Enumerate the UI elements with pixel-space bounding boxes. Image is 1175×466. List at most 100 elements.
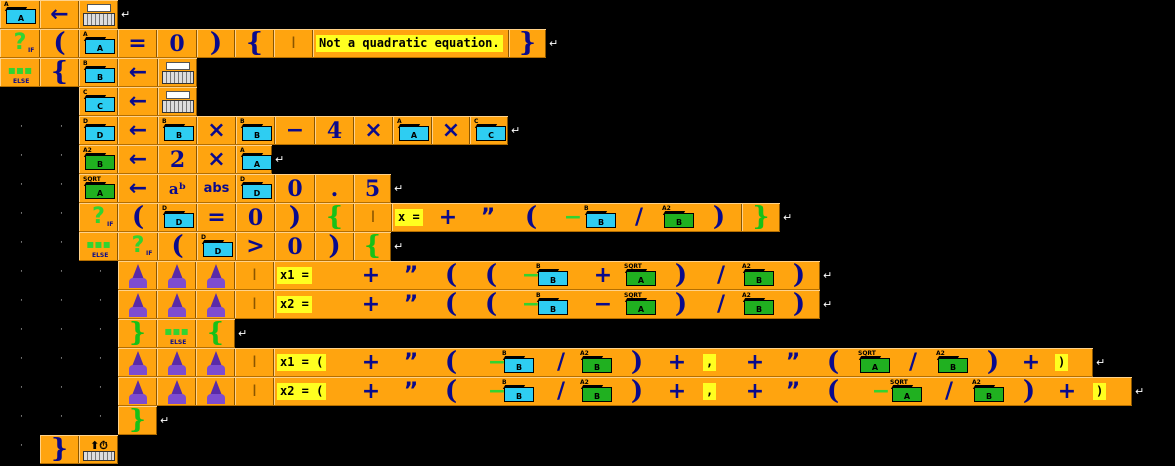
equals-op[interactable]: =	[118, 30, 157, 57]
row-close-inner[interactable]: }	[118, 406, 157, 435]
times-op[interactable]: ×	[197, 117, 236, 144]
abs-func[interactable]: abs	[197, 175, 236, 202]
num-zero[interactable]: 0	[275, 233, 315, 260]
open-paren[interactable]: (	[158, 233, 197, 260]
if-block[interactable]: ?IF	[118, 233, 158, 260]
num-zero[interactable]: 0	[157, 30, 197, 57]
keyboard-input[interactable]	[158, 88, 197, 115]
times-op[interactable]: ×	[354, 117, 393, 144]
if-block[interactable]: ?IF	[0, 30, 40, 57]
wizard-right[interactable]	[196, 291, 235, 318]
print-block[interactable]: I	[235, 378, 274, 405]
print-block[interactable]: I	[235, 291, 274, 318]
open-brace[interactable]: {	[196, 320, 235, 347]
wizard-mid[interactable]	[157, 262, 196, 289]
assign-arrow[interactable]: ←	[118, 117, 158, 144]
row-else-branch[interactable]: } ▪▪▪ELSE {	[118, 319, 235, 348]
print-block[interactable]: I	[235, 262, 274, 289]
close-brace[interactable]: }	[118, 407, 157, 434]
assign-arrow[interactable]: ←	[118, 146, 158, 173]
decimal-point[interactable]: .	[315, 175, 354, 202]
power-func[interactable]: aᵇ	[158, 175, 197, 202]
print-block[interactable]: I	[274, 30, 313, 57]
print-block[interactable]: I	[235, 349, 274, 376]
open-brace[interactable]: {	[40, 59, 79, 86]
open-brace[interactable]: {	[235, 30, 274, 57]
keyboard-input[interactable]	[79, 1, 118, 28]
assign-arrow[interactable]: ←	[118, 88, 158, 115]
num-five[interactable]: 5	[354, 175, 391, 202]
wizard-left[interactable]	[118, 378, 157, 405]
times-op[interactable]: ×	[432, 117, 470, 144]
end-program[interactable]: ⬆⏱	[79, 436, 118, 463]
keyboard-input[interactable]	[158, 59, 197, 86]
num-zero[interactable]: 0	[275, 175, 315, 202]
open-paren[interactable]: (	[40, 30, 79, 57]
print-block[interactable]: I	[354, 204, 392, 231]
else-block[interactable]: ▪▪▪ELSE	[79, 233, 118, 260]
wizard-left[interactable]	[118, 349, 157, 376]
close-brace[interactable]: }	[118, 320, 157, 347]
wizard-mid[interactable]	[157, 378, 196, 405]
times-op[interactable]: ×	[197, 146, 236, 173]
open-brace[interactable]: {	[354, 233, 391, 260]
wizard-right[interactable]	[196, 262, 235, 289]
num-four[interactable]: 4	[315, 117, 354, 144]
wizard-mid[interactable]	[157, 291, 196, 318]
close-brace[interactable]: }	[509, 30, 546, 57]
if-block[interactable]: ?IF	[79, 204, 118, 231]
num-two[interactable]: 2	[158, 146, 197, 173]
wizard-right[interactable]	[196, 349, 235, 376]
wizard-mid[interactable]	[157, 349, 196, 376]
num-zero[interactable]: 0	[236, 204, 275, 231]
wizard-left[interactable]	[118, 262, 157, 289]
wizard-left[interactable]	[118, 291, 157, 318]
open-brace[interactable]: {	[315, 204, 354, 231]
assign-arrow[interactable]: ←	[40, 1, 79, 28]
string-literal[interactable]: Not a quadratic equation.	[313, 30, 509, 57]
minus-op[interactable]: −	[275, 117, 315, 144]
close-brace[interactable]: }	[742, 204, 780, 231]
close-paren[interactable]: )	[275, 204, 315, 231]
else-block[interactable]: ▪▪▪ELSE	[0, 59, 40, 86]
close-paren[interactable]: )	[315, 233, 354, 260]
else-block[interactable]: ▪▪▪ELSE	[157, 320, 196, 347]
open-paren[interactable]: (	[118, 204, 158, 231]
row-close-outer[interactable]: } ⬆⏱	[40, 435, 118, 464]
close-paren[interactable]: )	[197, 30, 235, 57]
assign-arrow[interactable]: ←	[118, 175, 158, 202]
